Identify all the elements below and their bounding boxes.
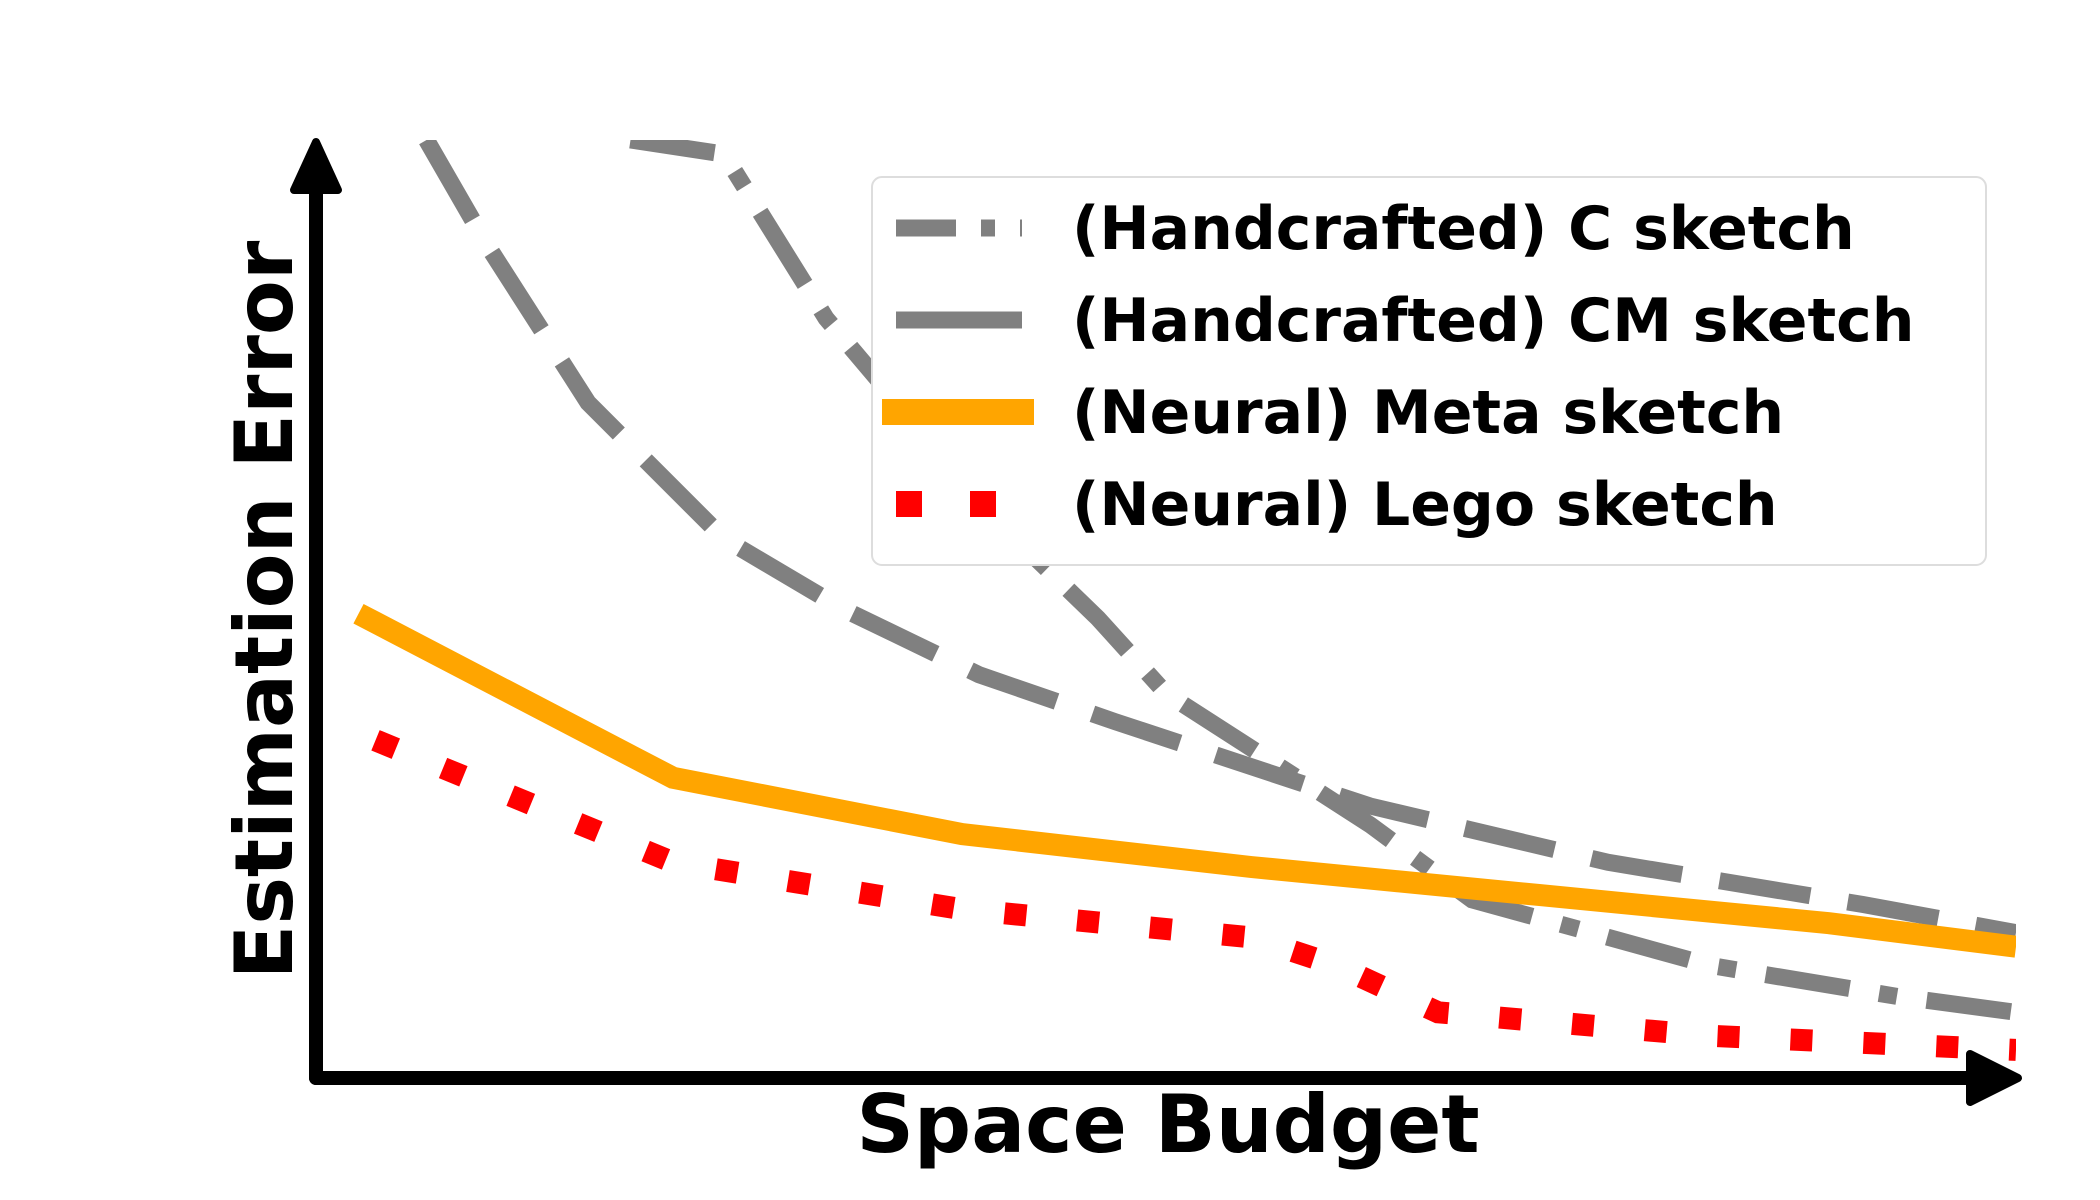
axes: [290, 138, 2022, 1106]
series-line-3: [353, 603, 2016, 958]
legend-frame: [871, 176, 1987, 566]
x-axis-arrowhead: [1966, 1050, 2022, 1106]
series-layer: [353, 140, 2016, 1061]
x-axis-label: Space Budget: [856, 1078, 1479, 1171]
y-axis-arrowhead: [290, 138, 342, 194]
legend-label-3: (Neural) Meta sketch: [1072, 378, 1784, 448]
series-line-4: [371, 730, 2016, 1061]
legend-label-1: (Handcrafted) C sketch: [1072, 194, 1855, 264]
legend-label-2: (Handcrafted) CM sketch: [1072, 286, 1914, 356]
y-axis-label: Estimation Error: [218, 240, 311, 979]
legend: (Handcrafted) C sketch (Handcrafted) CM s…: [871, 176, 1987, 566]
series-line-2: [419, 140, 2016, 941]
legend-label-4: (Neural) Lego sketch: [1072, 470, 1778, 540]
